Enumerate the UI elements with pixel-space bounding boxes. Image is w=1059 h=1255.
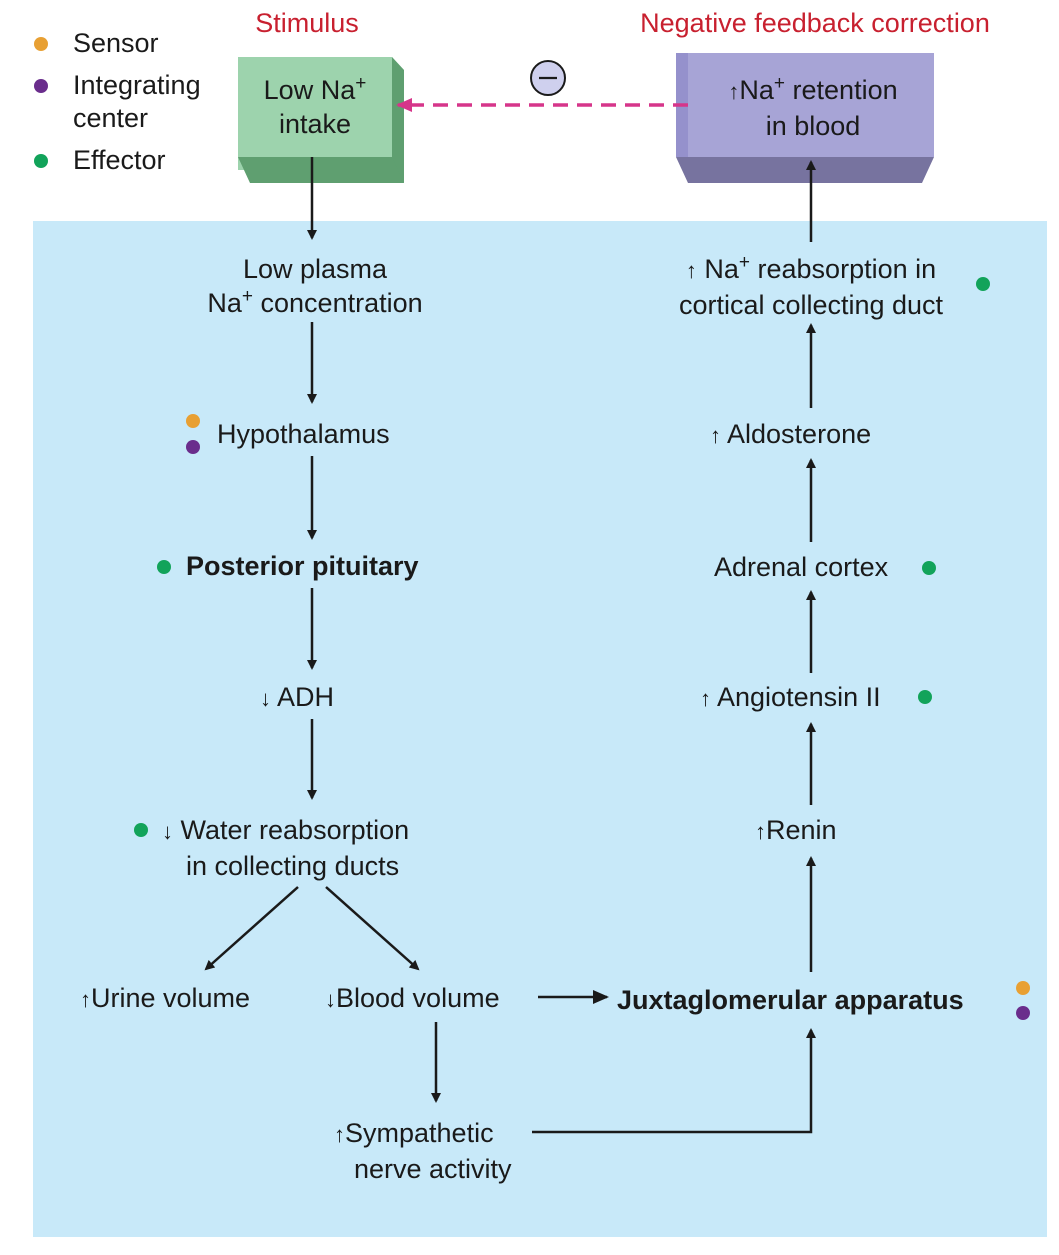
sympathetic-node: ↑Sympathetic nerve activity: [334, 1116, 512, 1186]
arrow-water-to-urine: [204, 886, 299, 971]
low-plasma-node: Low plasma Na+ concentration: [207, 252, 422, 320]
reabsorption-up-arrow: ↑: [685, 258, 697, 283]
angiotensin-node: ↑ Angiotensin II: [700, 680, 881, 716]
urine-up-arrow: ↑: [80, 987, 91, 1012]
sympathetic-line1: Sympathetic: [345, 1118, 494, 1148]
stimulus-box: [238, 57, 404, 183]
water-line2: in collecting ducts: [186, 851, 400, 881]
reabsorption-effector-dot: [976, 277, 990, 291]
reabsorption-na: Na: [704, 254, 739, 284]
urine-label: Urine volume: [91, 983, 251, 1013]
stimulus-line1-prefix: Low: [263, 75, 314, 105]
adh-label: ADH: [277, 682, 335, 712]
hypothalamus-integrating-dot: [186, 440, 200, 454]
blood-volume-node: ↓Blood volume: [325, 981, 500, 1017]
aldosterone-up-arrow: ↑: [710, 423, 721, 448]
water-down-arrow: ↓: [162, 819, 173, 844]
renin-up-arrow: ↑: [755, 819, 766, 844]
hypothalamus-node: Hypothalamus: [217, 419, 390, 449]
water-line1: Water reabsorption: [180, 815, 410, 845]
stimulus-na: Na: [320, 75, 356, 105]
urine-volume-node: ↑Urine volume: [80, 981, 250, 1017]
arrow-water-to-blood: [325, 886, 420, 971]
jga-integrating-dot: [1016, 1006, 1030, 1020]
water-effector-dot: [134, 823, 148, 837]
aldosterone-label: Aldosterone: [727, 419, 872, 449]
arrow-sympathetic-to-jga: [532, 1028, 816, 1134]
correction-na-charge: +: [773, 73, 786, 94]
aldosterone-node: ↑ Aldosterone: [710, 417, 871, 453]
legend-sensor-label: Sensor: [73, 28, 159, 58]
legend-integrating-dot: [34, 79, 48, 93]
low-plasma-na: Na: [207, 288, 242, 318]
angiotensin-up-arrow: ↑: [700, 686, 711, 711]
reabsorption-line1: reabsorption in: [757, 254, 937, 284]
legend-integrating-label: Integrating center: [73, 70, 201, 133]
adh-down-arrow: ↓: [260, 686, 271, 711]
legend-sensor-dot: [34, 37, 48, 51]
stimulus-box-text: Low Na+ intake: [238, 73, 392, 141]
jga-sensor-dot: [1016, 981, 1030, 995]
reabsorption-na-charge: +: [738, 252, 750, 273]
juxtaglomerular-node: Juxtaglomerular apparatus: [617, 985, 964, 1015]
adrenal-effector-dot: [922, 561, 936, 575]
stimulus-line2: intake: [278, 109, 352, 139]
legend-effector-label: Effector: [73, 145, 166, 175]
correction-na: Na: [739, 75, 774, 105]
correction-line1: retention: [792, 75, 898, 105]
sympathetic-line2: nerve activity: [354, 1154, 512, 1184]
posterior-pituitary-node: Posterior pituitary: [186, 551, 419, 581]
stimulus-heading: Stimulus: [255, 8, 359, 38]
renin-node: ↑Renin: [755, 813, 837, 849]
reabsorption-line2: cortical collecting duct: [678, 290, 944, 320]
adh-node: ↓ ADH: [260, 680, 334, 716]
stimulus-na-charge: +: [355, 73, 367, 94]
correction-up-arrow: ↑: [728, 79, 740, 104]
correction-box-text: ↑Na+ retention in blood: [684, 73, 942, 143]
blood-down-arrow: ↓: [325, 987, 336, 1012]
pituitary-effector-dot: [157, 560, 171, 574]
na-reabsorption-node: ↑ Na+ reabsorption in cortical collectin…: [679, 252, 943, 322]
low-plasma-na-charge: +: [241, 286, 253, 307]
water-reabsorption-node: ↓ Water reabsorption in collecting ducts: [162, 813, 409, 883]
angiotensin-effector-dot: [918, 690, 932, 704]
legend-effector-dot: [34, 154, 48, 168]
sympathetic-up-arrow: ↑: [334, 1122, 345, 1147]
low-plasma-line1: Low plasma: [242, 254, 388, 284]
correction-heading: Negative feedback correction: [640, 8, 990, 38]
renin-label: Renin: [766, 815, 837, 845]
angiotensin-label: Angiotensin II: [717, 682, 881, 712]
body-panel: [33, 221, 1047, 1237]
hypothalamus-sensor-dot: [186, 414, 200, 428]
low-plasma-line2: concentration: [260, 288, 423, 318]
adrenal-cortex-node: Adrenal cortex: [714, 552, 889, 582]
correction-line2: in blood: [765, 111, 861, 141]
blood-label: Blood volume: [336, 983, 500, 1013]
